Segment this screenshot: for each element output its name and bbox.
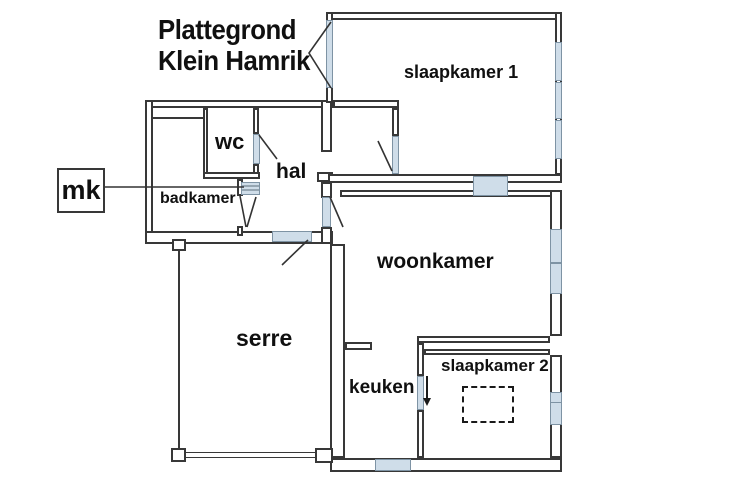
room-label-slaapkamer2: slaapkamer 2 [441,356,549,375]
wall [345,342,372,350]
window [555,120,562,159]
wall [330,458,562,472]
dashed-hatch-outline [462,386,514,423]
front-door-opening [326,20,333,88]
keuken-arrow-head [423,398,431,406]
wall [321,100,332,152]
wall [392,108,399,136]
wall [330,244,345,458]
wall [326,12,562,20]
wall [203,172,260,179]
wall [179,452,319,458]
wall [328,174,562,183]
wall [424,349,550,355]
window [555,82,562,119]
wall [145,100,333,108]
wall [152,117,203,119]
wall [203,108,208,178]
window [550,263,562,294]
badkamer-door-swing [239,195,257,228]
wall [321,227,332,244]
room-label-woonkamer: woonkamer [377,250,494,273]
door-opening-bottom [375,459,411,471]
plan-title-line1: Plattegrond [158,14,297,45]
wall [333,100,399,108]
room-label-slaapkamer1: slaapkamer 1 [404,62,519,82]
wc-door-swing [258,134,278,160]
meterkast-callout-box: mk [57,168,105,213]
wall [417,410,424,458]
window [550,402,562,425]
woonkamer-door-swing [329,196,344,228]
door-opening-keuken-slaapkamer2 [417,376,424,410]
meterkast-cabinet [241,182,260,195]
door-opening-wc [253,134,260,164]
serre-corner-post [171,448,186,462]
room-label-keuken: keuken [349,377,415,398]
serre-corner-post [315,448,333,463]
plan-title: Plattegrond Klein Hamrik [158,14,310,76]
meterkast-label: mk [61,175,101,205]
door-opening-hal-woonkamer [322,197,331,227]
window [550,229,562,263]
door-opening-slaapkamer1 [392,136,399,174]
wall [178,248,180,454]
wall [145,100,153,244]
room-label-hal: hal [276,160,307,183]
wall [417,336,550,343]
wall [321,182,332,198]
wall [237,226,243,236]
serre-corner-post [172,239,186,251]
slaapkamer1-door-swing [377,140,393,172]
door-opening-hal-serre [272,231,312,242]
wall [417,343,424,376]
room-label-serre: serre [236,325,293,351]
room-label-wc: wc [215,129,245,154]
wall [340,190,556,197]
plan-title-line2: Klein Hamrik [158,45,310,76]
room-label-badkamer: badkamer [160,190,236,207]
window [555,42,562,81]
wall [253,108,259,134]
panel-slaapkamer1-woonkamer [473,176,508,196]
